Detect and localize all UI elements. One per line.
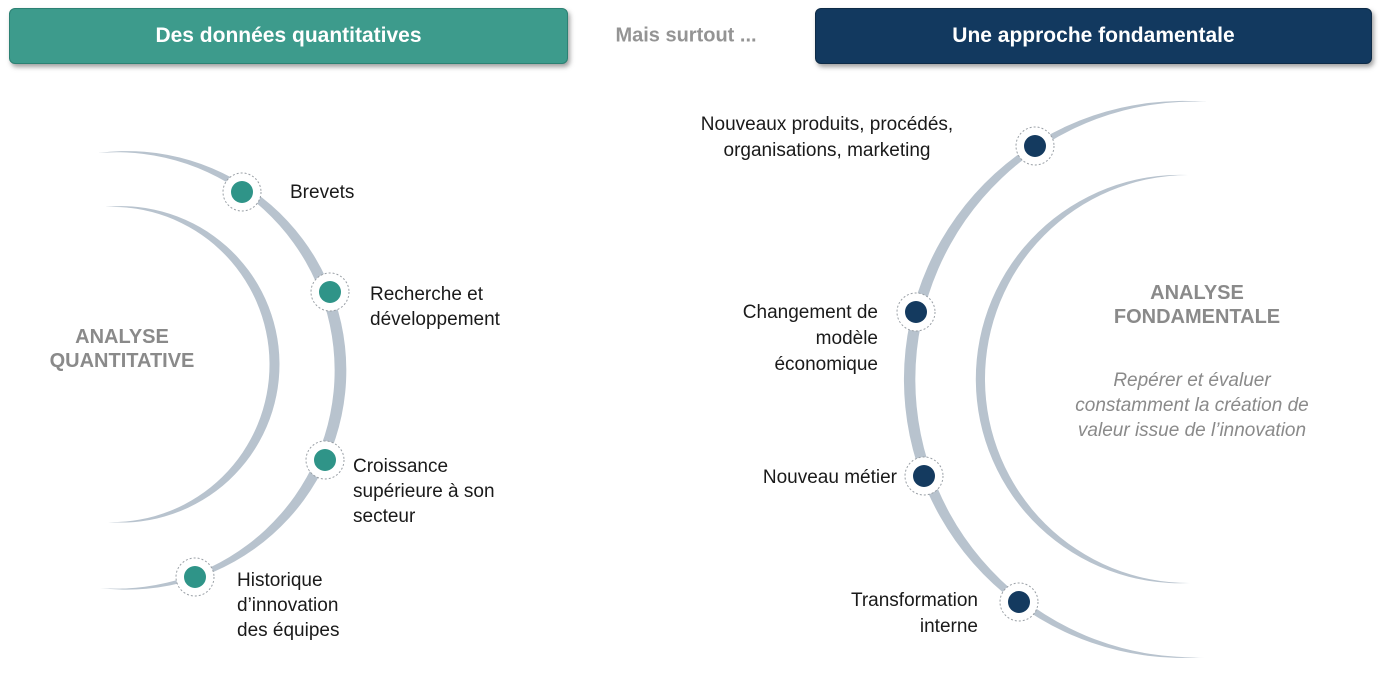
fondamentale-header-label: Une approche fondamentale [952, 24, 1235, 47]
dot-croissance [314, 449, 336, 471]
dot-brevets [231, 181, 253, 203]
dot-changement-modele [905, 301, 927, 323]
label-nouveaux-produits: Nouveaux produits, procédés, organisatio… [700, 114, 954, 161]
dot-transformation-interne [1008, 591, 1030, 613]
label-recherche: Recherche et développement [370, 284, 500, 330]
fondamentale-title: ANALYSE FONDAMENTALE [1113, 282, 1281, 328]
fondamentale-header-pill: Une approche fondamentale [815, 8, 1372, 64]
fondamentale-subtitle: Repérer et évaluer constamment la créati… [1075, 370, 1309, 441]
transition-label: Mais surtout ... [615, 24, 757, 47]
label-transformation-interne: Transformation interne [850, 590, 978, 637]
dot-nouveau-metier [913, 465, 935, 487]
dot-historique [184, 566, 206, 588]
quantitative-header-label: Des données quantitatives [155, 24, 422, 47]
dot-recherche [319, 281, 341, 303]
dot-nouveaux-produits [1024, 135, 1046, 157]
quantitative-title: ANALYSE QUANTITATIVE [49, 326, 195, 372]
label-brevets: Brevets [290, 182, 355, 203]
quantitative-dots [175, 172, 350, 597]
label-nouveau-metier: Nouveau métier [762, 467, 897, 488]
label-croissance: Croissance supérieure à son secteur [353, 456, 495, 527]
fondamentale-dots [896, 126, 1055, 622]
label-changement-modele: Changement de modèle économique [742, 302, 878, 375]
quantitative-header-pill: Des données quantitatives [9, 8, 568, 64]
label-historique: Historique d’innovation des équipes [237, 570, 340, 641]
